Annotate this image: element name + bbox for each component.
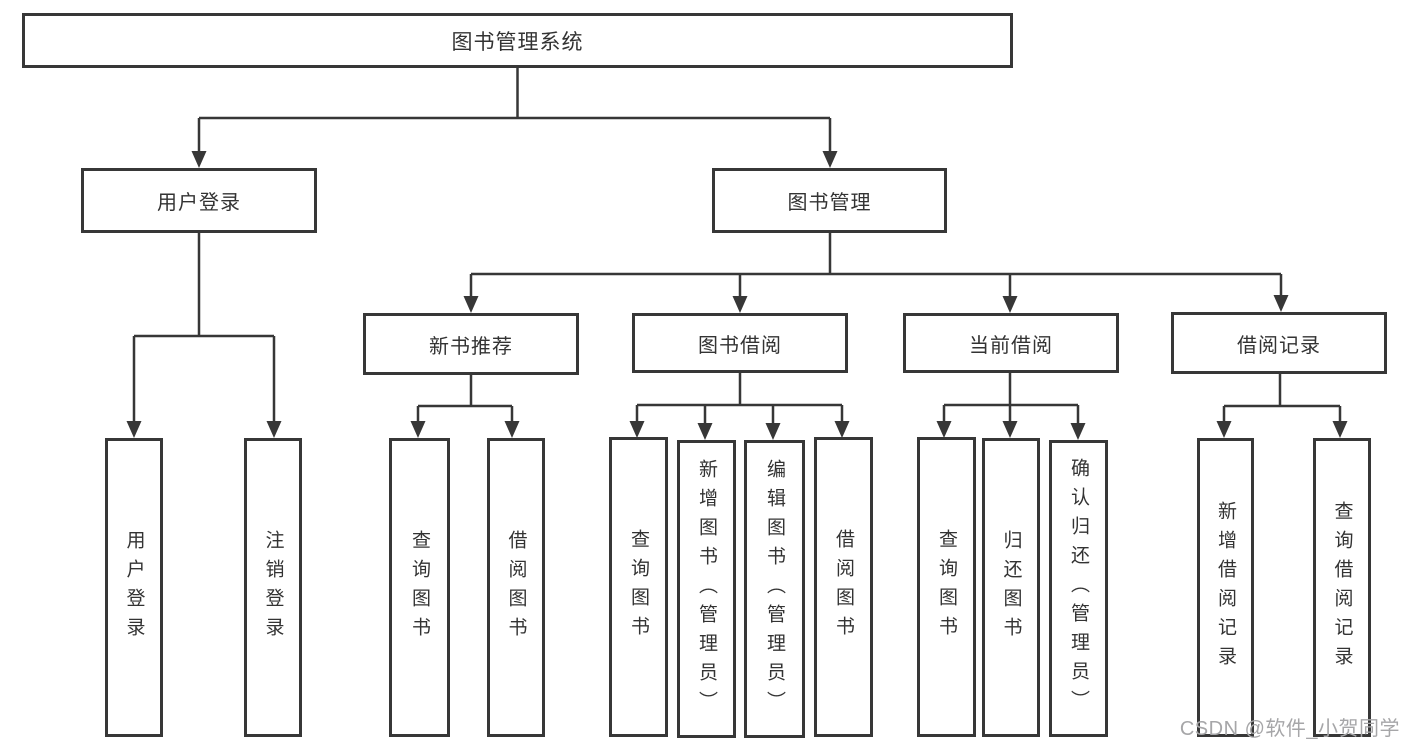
node-borrowing-records: 借阅记录 bbox=[1171, 312, 1387, 374]
leaf-return-books: 归还图书 bbox=[982, 438, 1040, 737]
leaf-borrow-books-borrowing: 借阅图书 bbox=[814, 437, 873, 737]
connector-shafts bbox=[132, 68, 1342, 426]
node-book-borrowing: 图书借阅 bbox=[632, 313, 848, 373]
leaf-add-borrow-record: 新增借阅记录 bbox=[1197, 438, 1254, 737]
leaf-query-books-recommend: 查询图书 bbox=[389, 438, 450, 737]
leaf-query-books-current: 查询图书 bbox=[917, 437, 976, 737]
node-book-management: 图书管理 bbox=[712, 168, 947, 233]
leaf-add-book-admin: 新增图书（管理员） bbox=[677, 440, 736, 738]
leaf-confirm-return-admin: 确认归还（管理员） bbox=[1049, 440, 1108, 737]
node-user-login: 用户登录 bbox=[81, 168, 317, 233]
leaf-query-borrow-record: 查询借阅记录 bbox=[1313, 438, 1371, 737]
node-library-management-system: 图书管理系统 bbox=[22, 13, 1013, 68]
leaf-user-login: 用户登录 bbox=[105, 438, 163, 737]
leaf-edit-book-admin: 编辑图书（管理员） bbox=[744, 440, 805, 738]
leaf-logout: 注销登录 bbox=[244, 438, 302, 737]
node-new-book-recommendation: 新书推荐 bbox=[363, 313, 579, 375]
node-current-borrowing: 当前借阅 bbox=[903, 313, 1119, 373]
leaf-borrow-books-recommend: 借阅图书 bbox=[487, 438, 545, 737]
leaf-query-books-borrowing: 查询图书 bbox=[609, 437, 668, 737]
